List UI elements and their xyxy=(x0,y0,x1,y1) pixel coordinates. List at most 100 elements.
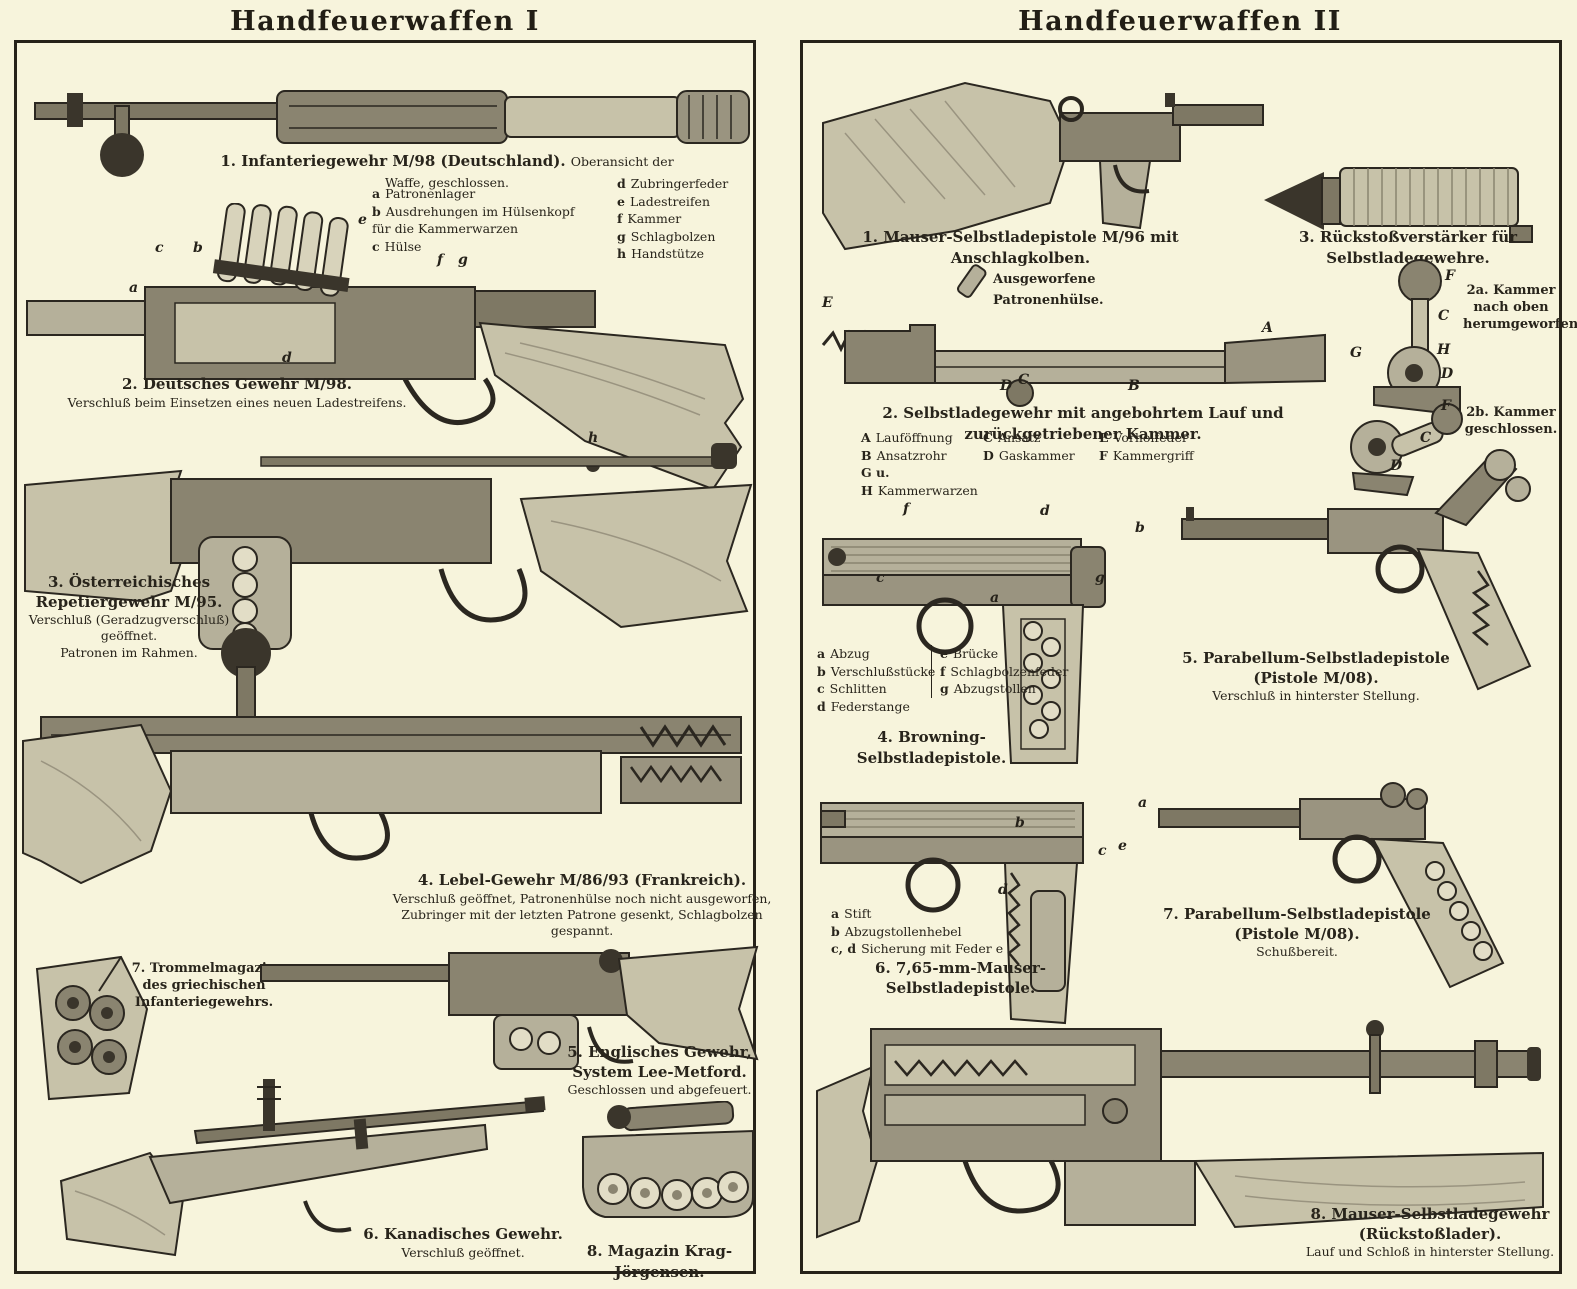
caption-fig6: 6. Kanadisches Gewehr. Verschluß geöffne… xyxy=(343,1225,583,1261)
caption-fig3: 3. Österreichisches Repetiergewehr M/95.… xyxy=(23,573,235,661)
legend-key-B: B xyxy=(861,447,872,463)
ejected-case-label: Ausgeworfene Patronenhülse. xyxy=(993,268,1168,310)
legend-label-c: Hülse xyxy=(384,238,422,254)
legend-key-C: C xyxy=(982,430,993,445)
legend-key-GH: G u. H xyxy=(861,465,890,498)
caption-p2-fig5: 5. Parabellum-Selbstladepistole (Pistole… xyxy=(1181,649,1451,704)
engraving-lebel-rifle xyxy=(21,621,755,909)
legend-label-stift: Stift xyxy=(844,906,872,921)
caption-fig6-head: 6. Kanadisches Gewehr. xyxy=(363,1225,563,1243)
caption-fig8-head: 8. Magazin Krag-Jörgensen. xyxy=(586,1242,733,1281)
caption-p2-fig7-note: Schußbereit. xyxy=(1256,944,1338,959)
caption-fig2a-head: 2a. Kammer nach oben herumgeworfen. xyxy=(1463,283,1577,332)
part-letter: B xyxy=(1128,378,1140,394)
engraving-browning-pistol xyxy=(815,491,1155,773)
part-letter: F xyxy=(1445,268,1455,284)
legend-label-g: Schlagbolzen xyxy=(630,228,716,244)
caption-fig2-head: 2. Deutsches Gewehr M/98. xyxy=(122,375,352,393)
legend-key-d: d xyxy=(617,176,626,191)
legend-item-stift: a Stift xyxy=(831,905,1071,923)
engraving-mauser-selfloading-rifle xyxy=(815,1011,1547,1273)
caption-fig7: 7. Trommelmagazin des griechischen Infan… xyxy=(129,961,279,1012)
caption-p2-fig1: 1. Mauser-Selbstladepistole M/96 mit Ans… xyxy=(848,227,1193,269)
legend-key-stift: a xyxy=(831,906,840,921)
engraving-austrian-repeater xyxy=(21,441,755,689)
legend-label-g2: Abzugstollen xyxy=(953,681,1036,696)
caption-fig4: 4. Lebel-Gewehr M/86/93 (Frankreich). Ve… xyxy=(392,871,772,939)
legend-key-c: c xyxy=(372,238,380,254)
caption-p2-fig6: 6. 7,65-mm-Mauser-Selbstladepistole. xyxy=(843,959,1078,998)
engraving-mauser-c96-stock xyxy=(815,53,1270,265)
legend-key-c2: c xyxy=(817,681,825,696)
caption-fig1-note: Oberansicht der Waffe, geschlossen. xyxy=(384,154,674,190)
legend-key-g: g xyxy=(617,228,626,244)
part-letter: c xyxy=(1098,843,1107,859)
legend-item-c2: c Schlitten xyxy=(817,680,927,698)
engraving-canadian-rifle-svg xyxy=(59,1079,546,1257)
caption-fig8: 8. Magazin Krag-Jörgensen. xyxy=(557,1241,762,1283)
caption-p2-fig8-head: 8. Mauser-Selbstladegewehr (Rückstoßlade… xyxy=(1310,1205,1550,1243)
part-letter: b xyxy=(1135,520,1145,536)
caption-fig7-head: 7. Trommelmagazin des griechischen Infan… xyxy=(131,961,277,1010)
legend-key-F: F xyxy=(1098,447,1108,463)
part-letter: b xyxy=(193,240,203,256)
legend-key-f2: f xyxy=(939,663,946,679)
legend-label-D: Gaskammer xyxy=(998,447,1075,463)
part-letter: a xyxy=(990,590,1000,606)
legend-label-a2: Abzug xyxy=(830,646,870,661)
part-letter: f xyxy=(437,252,444,268)
engraving-ejected-case xyxy=(951,263,996,308)
caption-p2-fig7: 7. Parabellum-Selbstladepistole (Pistole… xyxy=(1161,905,1433,960)
caption-p2-fig2-head: 2. Selbstladegewehr mit angebohrtem Lauf… xyxy=(882,404,1284,443)
part-letter: H xyxy=(1437,342,1451,358)
caption-fig1-head: 1. Infanteriegewehr M/98 (Deutschland). xyxy=(220,152,566,170)
legend-label-e: Ladestreifen xyxy=(629,193,710,209)
part-letter: b xyxy=(1015,815,1025,831)
engraving-drum-magazine xyxy=(29,951,154,1103)
engraving-mauser-765-pistol-svg xyxy=(820,802,1084,1025)
legend-key-a: a xyxy=(372,186,381,201)
legend-label-e2: Brücke xyxy=(952,646,999,661)
caption-p2-fig5-head: 5. Parabellum-Selbstladepistole (Pistole… xyxy=(1182,649,1450,687)
part-letter: g xyxy=(1095,570,1105,586)
part-letter: C xyxy=(1420,430,1432,446)
part-letter: g xyxy=(458,252,468,268)
legend-label-d2: Federstange xyxy=(830,698,910,714)
engraving-bolt-up-svg xyxy=(1373,259,1461,417)
legend-key-a2: a xyxy=(817,646,826,661)
part-letter: G xyxy=(1350,345,1362,361)
legend-label-c2: Schlitten xyxy=(829,681,887,696)
legend-label-sicherung: Sicherung mit Feder e xyxy=(861,941,1004,956)
caption-fig2-note: Verschluß beim Einsetzen eines neuen Lad… xyxy=(67,394,407,410)
legend-label-h: Handstütze xyxy=(631,246,704,261)
caption-fig3-head: 3. Österreichisches Repetiergewehr M/95. xyxy=(35,573,223,611)
legend-key-d2: d xyxy=(817,698,826,714)
legend-label-f2: Schlagbolzenfeder xyxy=(950,663,1069,679)
part-letter: D xyxy=(1390,458,1403,474)
plate2-frame: 1. Mauser-Selbstladepistole M/96 mit Ans… xyxy=(800,40,1577,1274)
legend-label-b: Ausdrehungen im Hülsenkopf für die Kamme… xyxy=(372,203,575,237)
caption-fig5-note: Geschlossen und abgefeuert. xyxy=(567,1082,752,1097)
part-letter: a xyxy=(129,280,139,296)
legend-key-e: e xyxy=(617,193,625,209)
engraving-drum-magazine-svg xyxy=(35,955,149,1101)
part-letter: f xyxy=(903,501,910,517)
engraving-parabellum-open xyxy=(1178,441,1548,741)
caption-fig5: 5. Englisches Gewehr, System Lee-Metford… xyxy=(542,1043,777,1098)
engraving-lebel-rifle-svg xyxy=(22,628,742,885)
